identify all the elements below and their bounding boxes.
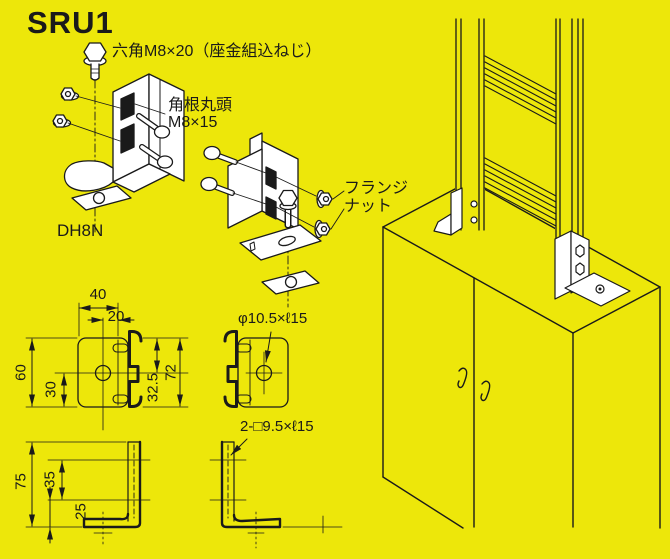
channel-profile-2 — [223, 330, 238, 408]
carriage-bolt-label-line2: M8×15 — [168, 114, 218, 131]
dh8n-label: DH8N — [57, 221, 104, 240]
mounted-bracket-left — [433, 187, 478, 236]
bracket2-slot-lower — [265, 196, 277, 220]
bracket2-foot-slot — [278, 235, 296, 247]
door-handle-left-icon — [457, 367, 468, 389]
carriage-bolt-2b — [200, 176, 235, 196]
hole-spec-label: φ10.5×ℓ15 — [238, 310, 308, 327]
ladder-right-rail — [555, 18, 584, 250]
hex-bolt-1 — [83, 42, 107, 81]
bracket1-slot-upper — [120, 92, 135, 121]
channel-profile-1 — [128, 330, 143, 408]
dh8n-plate — [71, 185, 132, 211]
carriage-bolt-1b — [139, 144, 174, 169]
exploded-view-2 — [200, 132, 345, 308]
exploded-view-1 — [52, 42, 185, 233]
flange-nut-1b — [52, 114, 72, 128]
ladder-rack-illustration — [433, 18, 631, 307]
flange-nut-2b — [314, 219, 331, 239]
dim-label-30: 30 — [42, 381, 60, 398]
dim-label-35: 35 — [41, 471, 59, 488]
ladder-rung-upper — [484, 55, 557, 125]
flange-nut-label-line2: ナット — [344, 198, 393, 215]
bracket1-slot-lower — [120, 123, 135, 154]
dim-label-40: 40 — [89, 286, 107, 303]
carriage-bolt-label-line1: 角根丸頭 — [168, 97, 233, 114]
bracket2-slot-upper — [265, 166, 277, 190]
flange-nut-2a — [316, 189, 333, 209]
dim-label-20: 20 — [107, 308, 125, 325]
door-handle-right-icon — [480, 380, 491, 402]
dim-label-25: 25 — [72, 503, 90, 520]
dim-label-60: 60 — [12, 364, 30, 381]
flange-nut-1a — [60, 87, 80, 101]
carriage-bolt-2a — [203, 145, 238, 165]
dim-label-32-5: 32.5 — [144, 372, 162, 403]
carriage-bolt-1a — [136, 113, 171, 139]
cabinet-illustration — [382, 180, 661, 529]
flange-nut-label-line1: フランジ — [344, 180, 409, 197]
side-view-2 — [209, 438, 343, 549]
dim-label-75: 75 — [12, 473, 30, 490]
side-view-1 — [25, 440, 151, 547]
bracket2-foot-plate — [239, 224, 322, 261]
plan-view-1 — [25, 302, 189, 431]
dim-label-72: 72 — [162, 364, 180, 381]
page-title: SRU1 — [27, 5, 114, 40]
square-hole-spec-label: 2-□9.5×ℓ15 — [240, 418, 314, 435]
bracket1-foot-plate — [112, 163, 171, 193]
plan-view-2 — [223, 330, 289, 408]
bracket1-foot-wing — [63, 160, 114, 192]
hex-bolt-label: 六角M8×20（座金組込ねじ） — [112, 43, 322, 60]
ladder-rung-lower — [484, 157, 557, 227]
dh8n-plate-2 — [261, 270, 320, 295]
mounted-bracket-right — [554, 230, 631, 307]
hex-bolt-2 — [278, 189, 298, 229]
